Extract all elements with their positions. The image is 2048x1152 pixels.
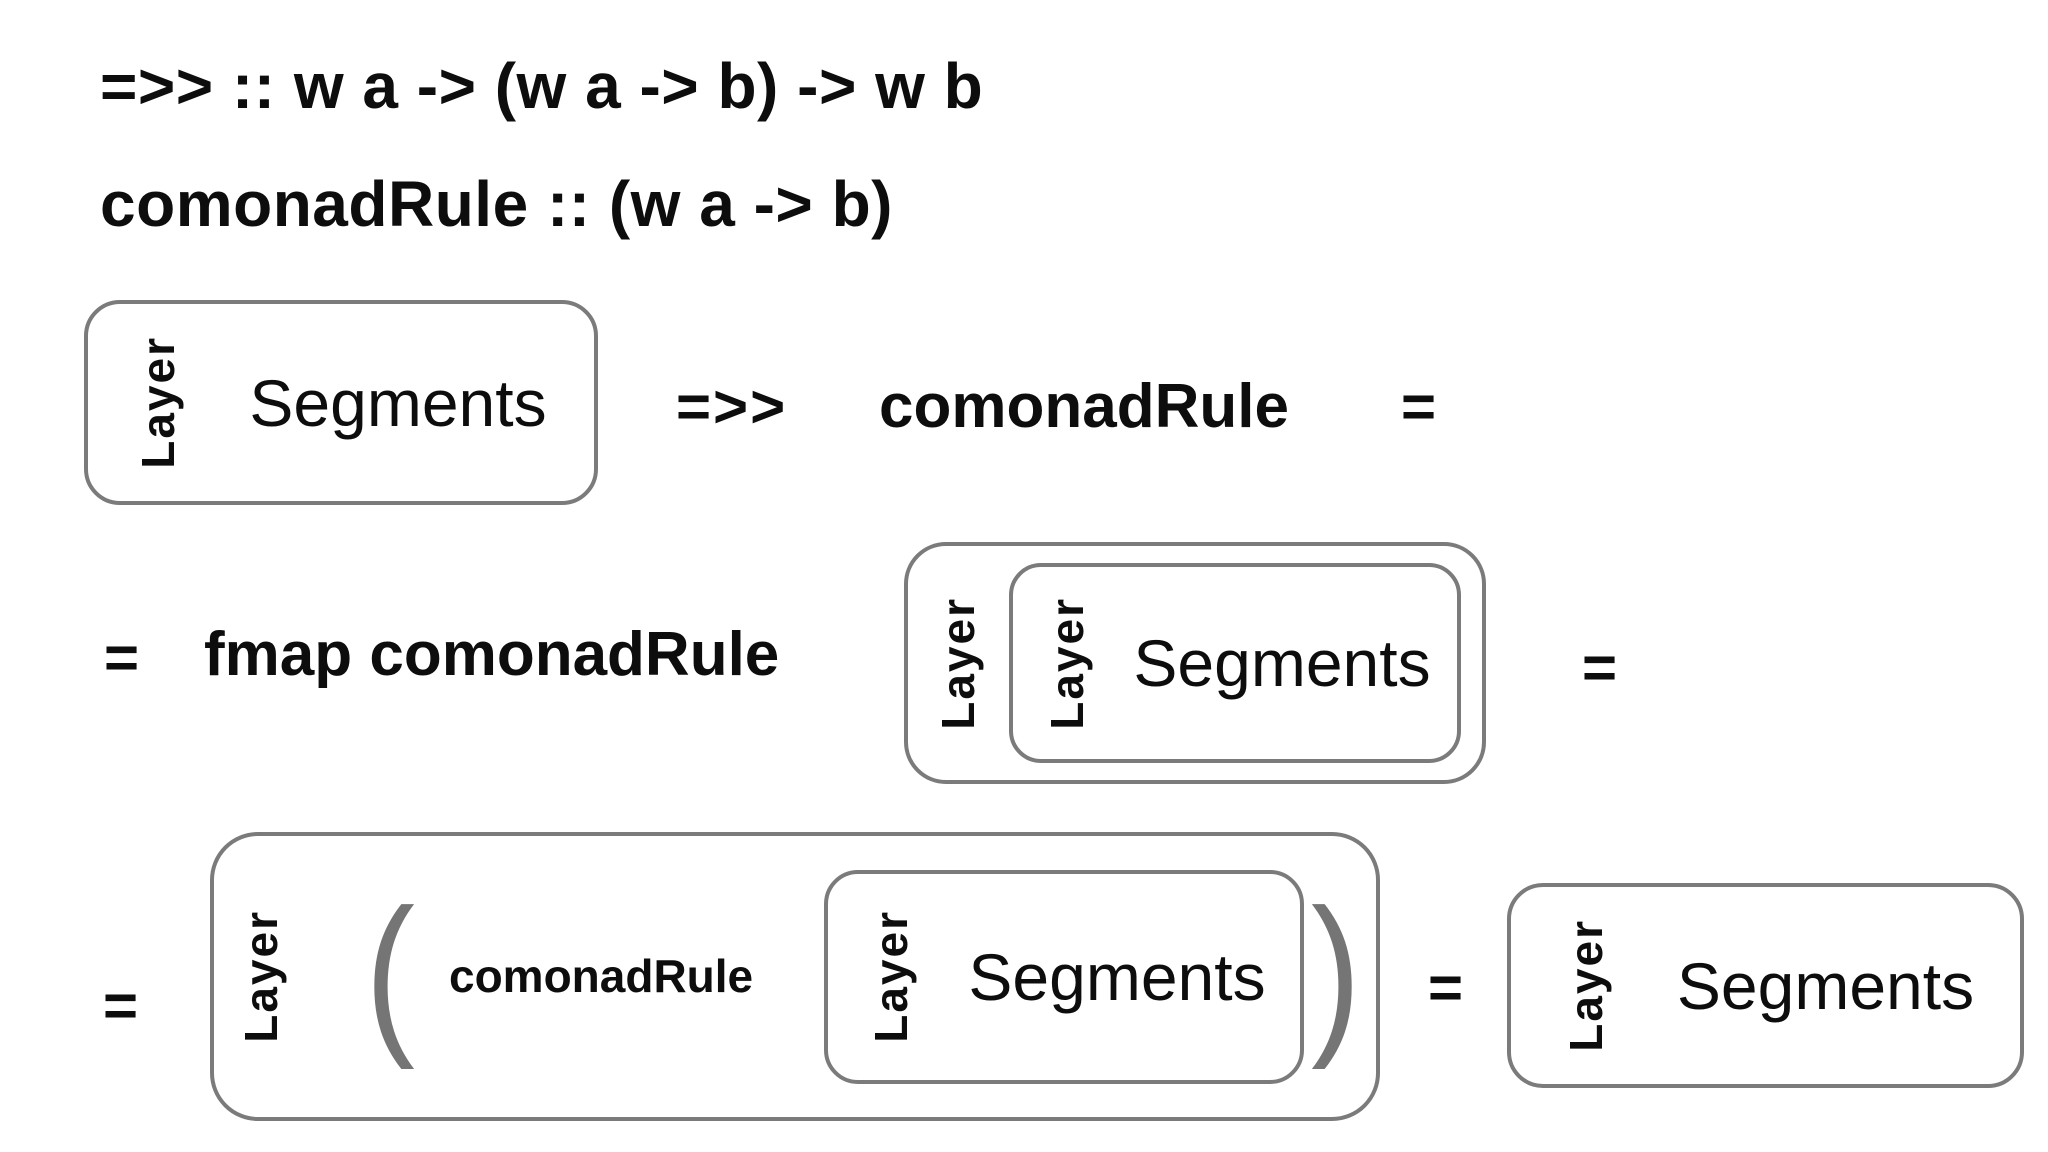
layer-label: Layer <box>932 596 984 730</box>
row2-equals-left: = <box>104 624 142 691</box>
segments-slot: Segments <box>954 939 1300 1015</box>
row3-function-name: comonadRule <box>449 949 754 1002</box>
layer-label: Layer <box>865 910 917 1043</box>
segments-slot: Segments <box>1121 625 1457 701</box>
comonadrule-type-signature: comonadRule :: (w a -> b) <box>100 168 893 240</box>
row3-big-layer-box: Layer ( comonadRule Layer Segments ) <box>210 832 1380 1121</box>
layer-slot: Layer <box>908 546 1008 780</box>
layer-label: Layer <box>132 336 184 469</box>
layer-slot: Layer <box>224 836 298 1117</box>
close-paren-glyph: ) <box>1311 871 1361 1070</box>
row1-layer-box: Layer Segments <box>84 300 598 505</box>
row3-inner-layer-box: Layer Segments <box>824 869 1304 1084</box>
row3-result-layer-box: Layer Segments <box>1507 883 2024 1088</box>
segments-label: Segments <box>968 939 1266 1014</box>
layer-slot: Layer <box>88 304 228 501</box>
layer-label: Layer <box>1041 596 1093 730</box>
row1-equals: = <box>1401 373 1439 440</box>
layer-label: Layer <box>1560 919 1612 1052</box>
layer-slot: Layer <box>1511 887 1661 1084</box>
row2-outer-layer-box: Layer Layer Segments <box>904 542 1486 784</box>
open-paren-glyph: ( <box>365 871 415 1070</box>
extend-operator: =>> <box>676 373 788 440</box>
segments-label: Segments <box>1133 626 1431 700</box>
row3-equals-left: = <box>103 972 141 1039</box>
row2-fmap-expression: fmap comonadRule <box>204 620 780 689</box>
row3-equals-mid: = <box>1428 954 1466 1021</box>
row1-function-name: comonadRule <box>879 372 1289 441</box>
extend-type-signature: =>> :: w a -> (w a -> b) -> w b <box>100 50 984 122</box>
layer-slot: Layer <box>828 874 954 1080</box>
layer-label: Layer <box>235 910 287 1043</box>
layer-slot: Layer <box>1013 567 1121 759</box>
segments-slot: Segments <box>1661 948 2020 1024</box>
segments-slot: Segments <box>228 365 594 441</box>
segments-label: Segments <box>1676 948 1975 1023</box>
row2-inner-layer-box: Layer Segments <box>1009 563 1461 763</box>
row2-equals-right: = <box>1582 634 1620 701</box>
segments-label: Segments <box>249 365 547 440</box>
